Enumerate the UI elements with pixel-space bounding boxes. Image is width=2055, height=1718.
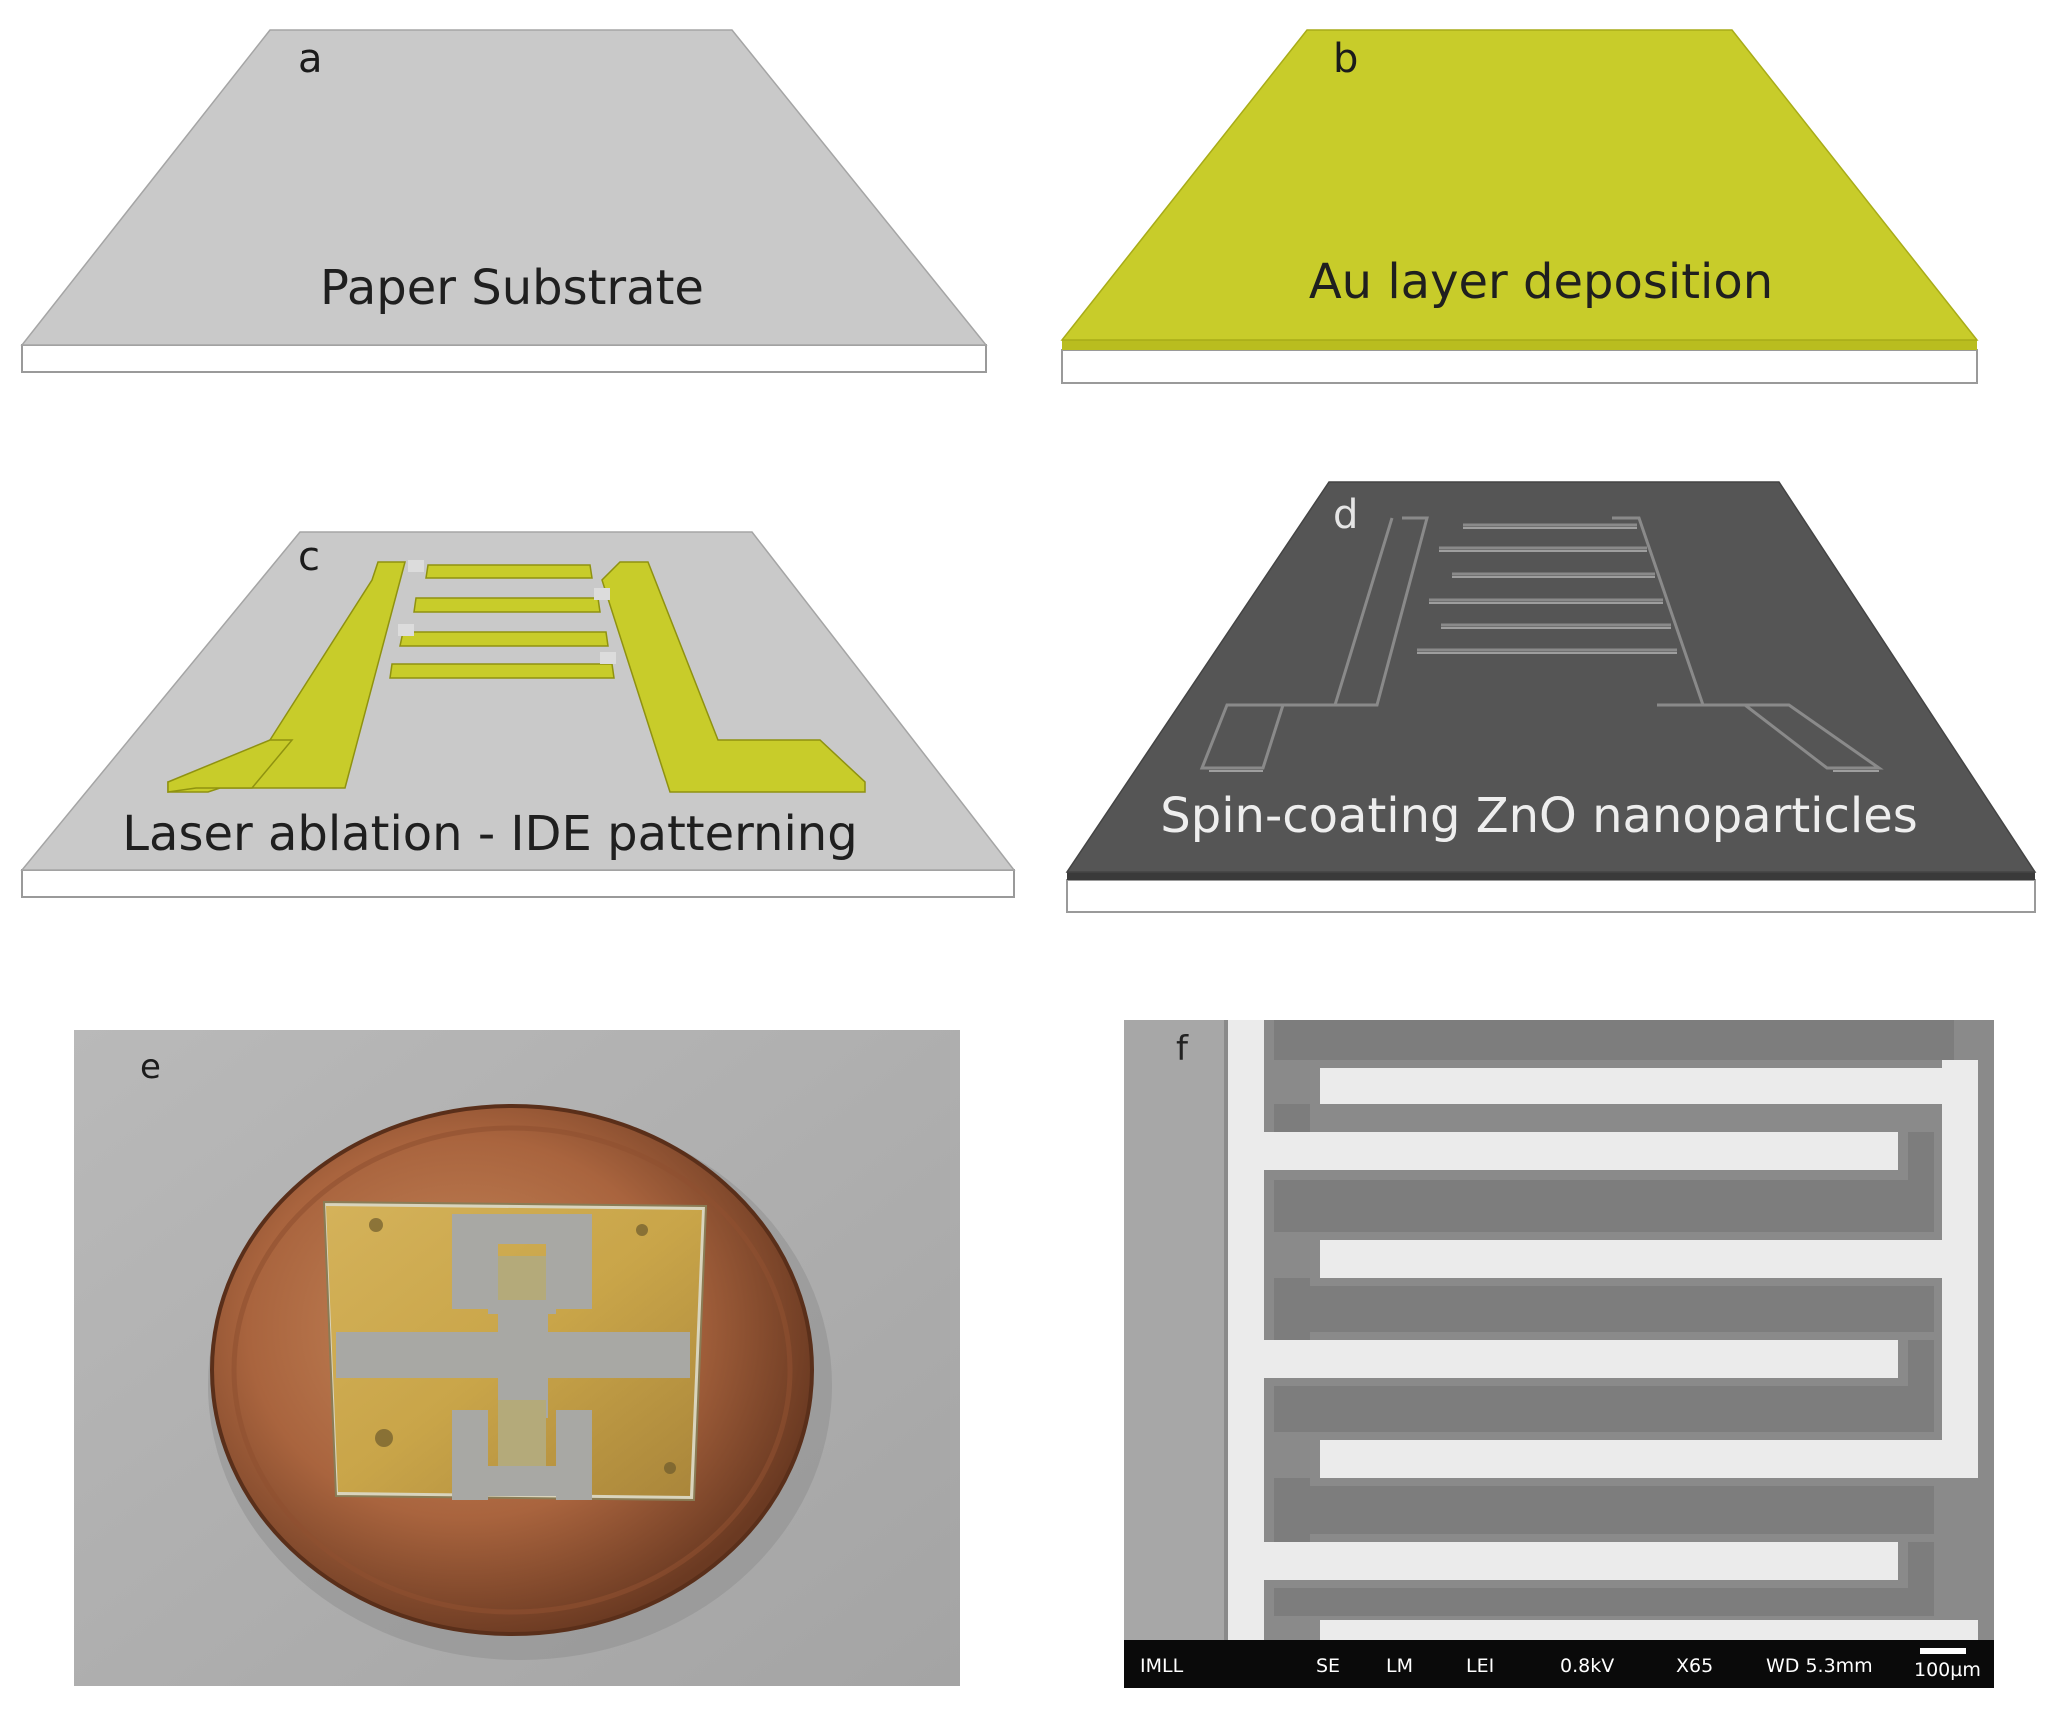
substrate-edge: [1066, 879, 2036, 913]
zno-coated-surface: [1065, 481, 2037, 873]
ide-relief-highlight: [1209, 527, 1879, 772]
panel-label-d: d: [1333, 492, 1358, 538]
panel-label-a: a: [298, 36, 323, 82]
ide-finger: [425, 564, 593, 579]
au-layer-surface: [1060, 29, 1979, 341]
left-bus-bar: [1228, 1020, 1264, 1640]
left-electrode-outline: [1199, 516, 1429, 770]
panel-label-b: b: [1333, 36, 1358, 82]
sem-signal: SE: [1316, 1655, 1340, 1677]
panel-c: c Laser ablation - IDE patterning: [20, 531, 1016, 898]
ide-finger-left: [1228, 1132, 1898, 1170]
ablated-ide-pattern: [336, 1214, 690, 1500]
ide-finger-left: [1228, 1542, 1898, 1580]
panel-b: b Au layer deposition: [1060, 29, 1979, 384]
caption-spin-coating: Spin-coating ZnO nanoparticles: [1160, 788, 1918, 844]
ide-finger-right: [1320, 1440, 1978, 1478]
sem-voltage: 0.8kV: [1560, 1655, 1614, 1677]
panel-label-e: e: [140, 1047, 161, 1087]
panel-label-f: f: [1176, 1029, 1189, 1069]
caption-au-deposition: Au layer deposition: [1309, 254, 1773, 310]
right-bus-bar: [1942, 1260, 1978, 1460]
au-layer-edge: [1062, 340, 1977, 350]
ide-finger: [399, 631, 609, 647]
ide-gap: [600, 652, 616, 664]
ide-finger: [413, 597, 601, 613]
substrate-edge: [1061, 349, 1978, 384]
ide-finger-right: [1320, 1068, 1978, 1104]
sem-institution: IMLL: [1140, 1655, 1184, 1677]
coin-rim: [231, 1125, 793, 1615]
ide-relief-pattern: [1199, 516, 1884, 770]
sensor-chip: [322, 1200, 708, 1502]
sem-magnification: X65: [1676, 1655, 1713, 1677]
panel-f: f IMLL SE LM LEI 0.8kV X65 WD 5.3mm 100µ…: [1124, 1020, 1994, 1688]
ide-finger-right: [1320, 1620, 1978, 1640]
right-electrode-outline: [1612, 516, 1884, 770]
panel-label-c: c: [298, 534, 320, 580]
panel-d: d Spin-coating ZnO nanoparticles: [1065, 481, 2037, 913]
sem-left-region: [1124, 1020, 1224, 1640]
sem-gap-ends: [1274, 1104, 1934, 1588]
sem-scale-label: 100µm: [1914, 1659, 1981, 1681]
ide-finger-right: [1320, 1240, 1978, 1278]
right-electrode: [601, 561, 866, 793]
sem-data-bar: [1124, 1640, 1994, 1688]
panel-e: e: [74, 1030, 960, 1686]
sem-detector: LEI: [1466, 1655, 1494, 1677]
ide-electrode-pattern: [167, 560, 866, 793]
panel-a: a Paper Substrate: [20, 29, 988, 373]
sem-mode: LM: [1386, 1655, 1413, 1677]
ide-finger-left: [1228, 1340, 1898, 1378]
substrate-edge: [21, 869, 1015, 898]
caption-laser-ablation: Laser ablation - IDE patterning: [122, 806, 857, 862]
paper-substrate-surface: [20, 29, 988, 346]
sem-scale-bar: [1920, 1648, 1966, 1654]
left-electrode-pad: [167, 739, 294, 793]
sem-working-distance: WD 5.3mm: [1766, 1655, 1873, 1677]
zno-layer-edge: [1067, 872, 2035, 880]
substrate-edge: [21, 344, 987, 373]
sem-gaps: [1274, 1020, 1954, 1616]
sem-ide-electrodes: [1228, 1020, 1978, 1640]
caption-paper-substrate: Paper Substrate: [320, 260, 704, 316]
ide-gap: [398, 624, 414, 636]
ide-gap: [408, 560, 424, 572]
ide-finger: [389, 663, 615, 679]
ide-gap: [594, 588, 610, 600]
